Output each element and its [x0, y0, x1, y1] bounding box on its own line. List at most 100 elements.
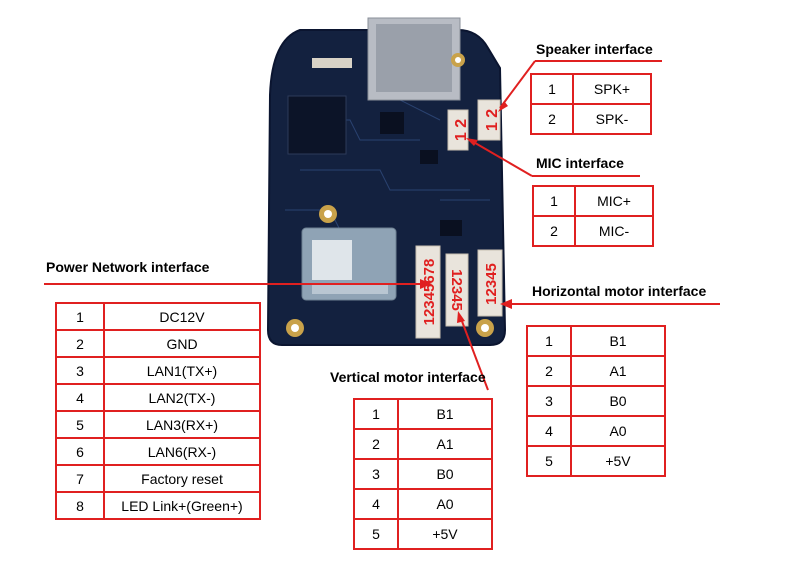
pin-number: 2: [55, 329, 105, 358]
wifi-label-area: [312, 284, 388, 294]
pin-number: 5: [353, 518, 399, 550]
pin-signal: DC12V: [103, 302, 261, 331]
pin-signal: B0: [570, 385, 666, 417]
pin-signal: B0: [397, 458, 493, 490]
pin-signal: B1: [570, 325, 666, 357]
pin-signal: +5V: [397, 518, 493, 550]
power-arrow: [420, 279, 432, 289]
chip-small-2: [420, 150, 438, 164]
power-connector: [415, 245, 441, 339]
pin-number: 4: [55, 383, 105, 412]
pin-number: 7: [55, 464, 105, 493]
pin-signal: LAN1(TX+): [103, 356, 261, 385]
pin-signal: MIC+: [574, 185, 654, 217]
pin-number: 5: [55, 410, 105, 439]
table-row: 2 MIC-: [532, 215, 654, 247]
pin-number: 3: [353, 458, 399, 490]
power-pin-label: 12345678: [421, 259, 438, 326]
mounting-holes: [286, 53, 494, 337]
mic-pin-table: 1 MIC+ 2 MIC-: [532, 185, 654, 247]
vertical-motor-connector: [445, 253, 469, 327]
pin-number: 2: [532, 215, 576, 247]
table-row: 1 SPK+: [530, 73, 652, 105]
pin-signal: A0: [397, 488, 493, 520]
chip-small-3: [440, 220, 462, 236]
pin-signal: SPK-: [572, 103, 652, 135]
table-row: 5+5V: [353, 518, 493, 550]
pin-signal: LAN3(RX+): [103, 410, 261, 439]
pin-signal: MIC-: [574, 215, 654, 247]
pin-signal: LAN2(TX-): [103, 383, 261, 412]
pin-number: 3: [55, 356, 105, 385]
pin-number: 3: [526, 385, 572, 417]
pin-number: 1: [526, 325, 572, 357]
speaker-arrow: [498, 101, 508, 112]
speaker-pin-label: 1 2: [484, 109, 501, 131]
horizontal-motor-connector: [477, 249, 503, 317]
mic-title: MIC interface: [536, 155, 624, 171]
pin-signal: B1: [397, 398, 493, 430]
pin-number: 2: [526, 355, 572, 387]
speaker-connector: [477, 99, 501, 141]
pin-number: 4: [353, 488, 399, 520]
table-row: 1 MIC+: [532, 185, 654, 217]
mic-pin-label: 1 2: [453, 119, 470, 141]
pin-signal: LED Link+(Green+): [103, 491, 261, 520]
pin-signal: A1: [397, 428, 493, 460]
mic-connector: [447, 109, 469, 151]
pin-signal: +5V: [570, 445, 666, 477]
pin-number: 2: [353, 428, 399, 460]
power-title: Power Network interface: [46, 259, 210, 275]
pin-signal: A0: [570, 415, 666, 447]
speaker-pin-table: 1 SPK+ 2 SPK-: [530, 73, 652, 135]
pin-number: 8: [55, 491, 105, 520]
vertical-arrow: [457, 311, 465, 323]
callout-lines: [44, 60, 720, 391]
vertical-title: Vertical motor interface: [330, 369, 486, 385]
pin-signal: SPK+: [572, 73, 652, 105]
pin-number: 6: [55, 437, 105, 466]
soc-chip: [287, 95, 347, 155]
pin-signal: Factory reset: [103, 464, 261, 493]
mic-arrow: [466, 138, 478, 146]
pin-signal: GND: [103, 329, 261, 358]
pin-number: 2: [530, 103, 574, 135]
top-connector: [312, 58, 352, 68]
vertical-pin-label: 12345: [448, 269, 465, 311]
qr-code: [312, 240, 352, 280]
pin-number: 4: [526, 415, 572, 447]
pin-number: 1: [530, 73, 574, 105]
horizontal-pin-label: 12345: [483, 263, 500, 305]
pin-number: 1: [55, 302, 105, 331]
pin-number: 1: [532, 185, 576, 217]
pin-signal: A1: [570, 355, 666, 387]
table-row: 5+5V: [526, 445, 666, 477]
chip-small-1: [380, 112, 404, 134]
speaker-title: Speaker interface: [536, 41, 653, 57]
table-row: 2 SPK-: [530, 103, 652, 135]
pin-number: 5: [526, 445, 572, 477]
pin-signal: LAN6(RX-): [103, 437, 261, 466]
pin-number: 1: [353, 398, 399, 430]
horizontal-arrow: [500, 299, 512, 309]
